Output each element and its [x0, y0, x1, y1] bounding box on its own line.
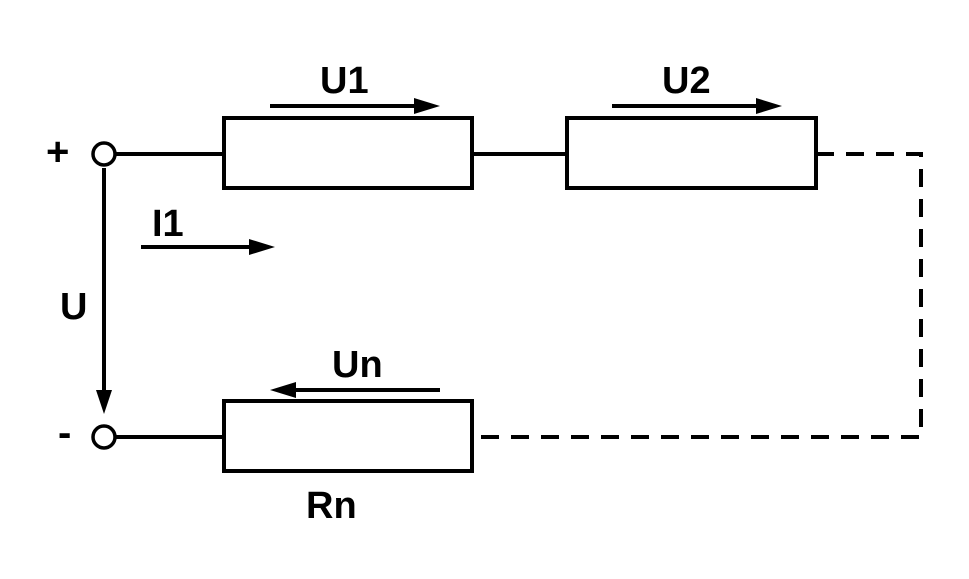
label-i1: I1	[152, 203, 184, 245]
voltage-u-arrow	[96, 168, 112, 414]
voltage-un-arrow	[270, 382, 440, 398]
label-un: Un	[332, 344, 383, 386]
current-i1-arrow	[141, 239, 275, 255]
label-u2: U2	[662, 60, 711, 102]
resistor-1	[222, 116, 474, 190]
resistor-n	[222, 399, 474, 473]
voltage-u2-arrow	[612, 98, 782, 114]
negative-terminal	[91, 424, 117, 450]
dashed-wire-right	[472, 152, 923, 439]
label-minus: -	[58, 411, 71, 455]
label-rn: Rn	[306, 485, 357, 527]
voltage-u1-arrow	[270, 98, 440, 114]
label-u1: U1	[320, 60, 369, 102]
label-plus: +	[46, 130, 69, 174]
resistor-2	[565, 116, 818, 190]
label-u: U	[60, 286, 87, 328]
positive-terminal	[91, 141, 117, 167]
